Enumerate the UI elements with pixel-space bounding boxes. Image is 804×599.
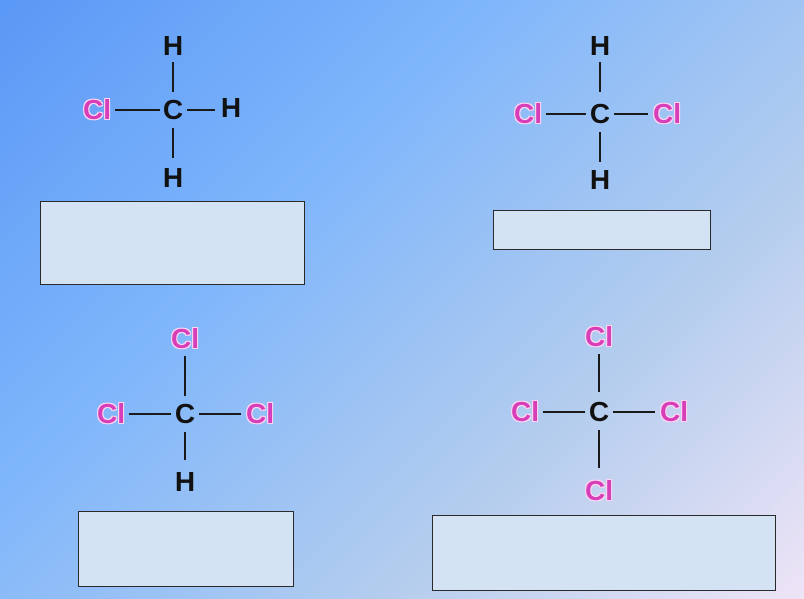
atom-top: H	[162, 30, 184, 61]
atom-center: C	[174, 398, 196, 429]
atom-left: Cl	[97, 398, 125, 429]
bond-right	[613, 411, 655, 413]
atom-right: Cl	[653, 98, 681, 129]
bond-right	[187, 109, 215, 111]
atom-top: Cl	[171, 323, 199, 354]
bond-bottom	[184, 432, 186, 460]
bond-bottom	[599, 132, 601, 162]
answer-box-2[interactable]	[493, 210, 711, 250]
atom-left: Cl	[511, 396, 539, 427]
atom-center: C	[589, 98, 611, 129]
atom-right: Cl	[660, 396, 688, 427]
bond-top	[598, 354, 600, 392]
answer-box-4[interactable]	[432, 515, 776, 591]
atom-bottom: H	[174, 466, 196, 497]
atom-center: C	[588, 396, 610, 427]
bond-right	[199, 413, 241, 415]
atom-right: Cl	[246, 398, 274, 429]
bond-top	[599, 62, 601, 92]
atom-bottom: H	[589, 164, 611, 195]
atom-right: H	[220, 92, 242, 123]
answer-box-1[interactable]	[40, 201, 305, 285]
molecule-dichloromethane: H Cl C Cl H	[493, 28, 703, 198]
atom-bottom: H	[162, 162, 184, 193]
bond-top	[184, 356, 186, 396]
bond-left	[115, 109, 160, 111]
answer-box-3[interactable]	[78, 511, 294, 587]
atom-center: C	[162, 94, 184, 125]
atom-top: Cl	[585, 321, 613, 352]
bond-left	[129, 413, 171, 415]
bond-left	[543, 411, 585, 413]
molecule-chloromethane: H Cl C H H	[67, 28, 277, 198]
atom-top: H	[589, 30, 611, 61]
bond-top	[172, 62, 174, 92]
bond-left	[546, 113, 586, 115]
molecule-tetrachloromethane: Cl Cl C Cl Cl	[493, 320, 703, 505]
bond-bottom	[172, 128, 174, 158]
molecule-trichloromethane: Cl Cl C Cl H	[80, 322, 290, 496]
bond-bottom	[598, 430, 600, 468]
bond-right	[614, 113, 648, 115]
atom-bottom: Cl	[585, 475, 613, 506]
atom-left: Cl	[514, 98, 542, 129]
atom-left: Cl	[83, 94, 111, 125]
